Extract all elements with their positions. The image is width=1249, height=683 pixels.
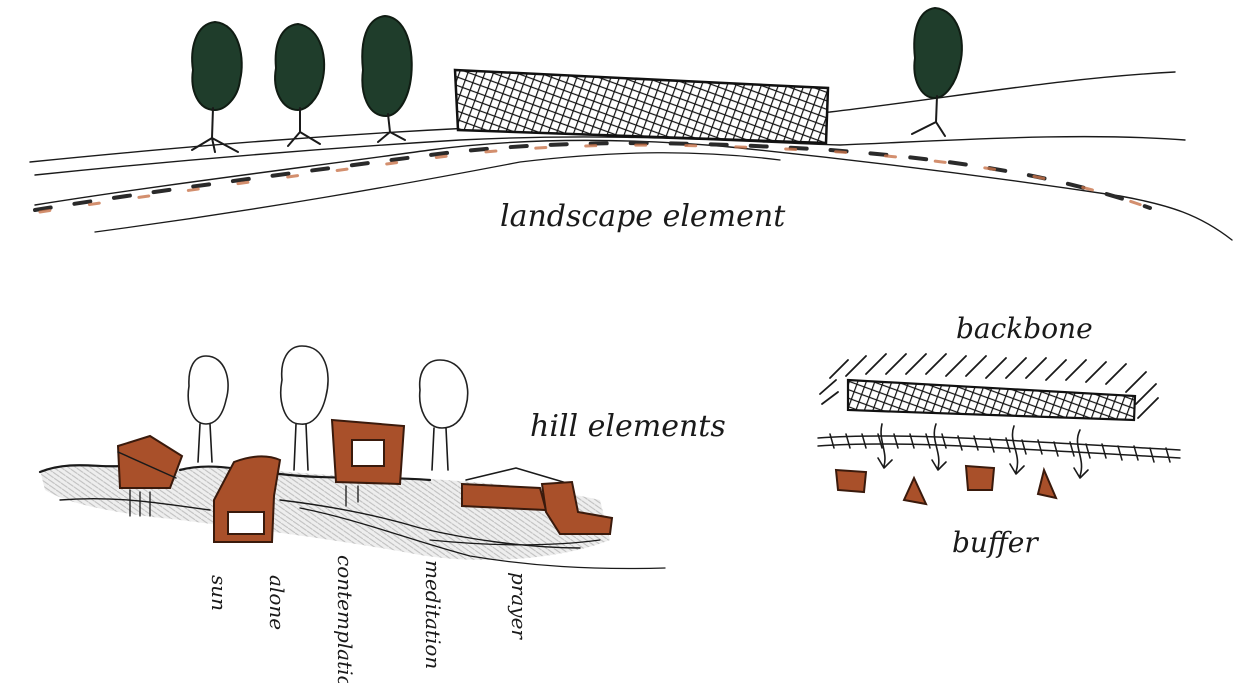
- tree-icon: [912, 8, 962, 136]
- rail-line: [818, 434, 1180, 462]
- backbone-section: backbone buffer: [818, 312, 1180, 559]
- annotation-meditation: meditation: [421, 560, 445, 669]
- tree-icon: [275, 24, 324, 146]
- buffer-shapes: [836, 466, 1056, 504]
- landscape-section: landscape element: [30, 8, 1232, 240]
- tree-outline-icon: [281, 346, 328, 470]
- landscape-label: landscape element: [500, 199, 786, 234]
- annotation-alone: alone: [265, 575, 289, 630]
- hill-label: hill elements: [530, 409, 726, 444]
- annotation-contemplation: contemplation: [333, 555, 357, 683]
- tree-outline-icon: [420, 360, 468, 470]
- tree-icon: [192, 22, 242, 152]
- tree-outline-icon: [188, 356, 228, 462]
- tree-icon: [362, 16, 411, 142]
- landscape-block: [455, 70, 828, 143]
- hill-section: hill elements sun alone contemplation me…: [40, 346, 726, 683]
- annotation-sun: sun: [207, 575, 231, 611]
- backbone-block: [848, 380, 1135, 420]
- buffer-label: buffer: [952, 526, 1039, 559]
- annotation-prayer: prayer: [507, 572, 531, 640]
- backbone-label: backbone: [956, 312, 1093, 345]
